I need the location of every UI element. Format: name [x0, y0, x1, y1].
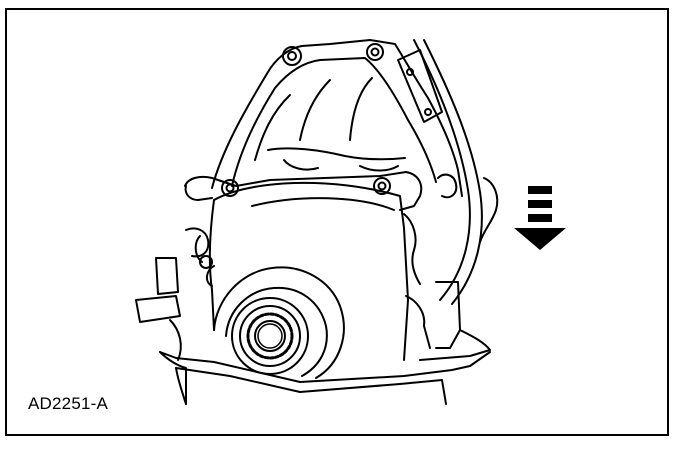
mounting-flange [185, 172, 497, 242]
output-shaft [232, 298, 308, 374]
bell-housing [212, 40, 462, 196]
extension-housing [214, 267, 344, 378]
figure-id-label: AD2251-A [28, 394, 109, 413]
downward-arrow-icon [514, 186, 566, 250]
figure-frame [5, 8, 669, 436]
dipstick-tube [398, 40, 482, 304]
transmission-case [196, 183, 490, 360]
oil-pan [160, 352, 490, 404]
side-fittings [136, 228, 212, 360]
